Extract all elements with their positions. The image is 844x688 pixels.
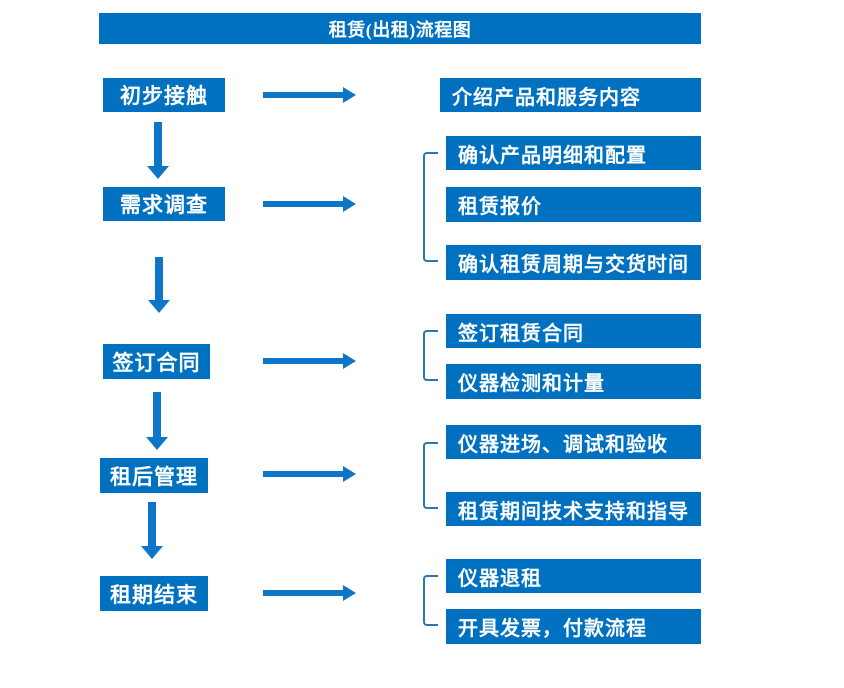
arrow-head — [343, 196, 356, 212]
arrow-down-icon — [141, 502, 163, 559]
bracket-group-demand-survey — [423, 152, 438, 262]
detail-box: 租赁期间技术支持和指导 — [446, 492, 701, 526]
arrow-head — [343, 585, 356, 601]
arrow-right-icon — [263, 466, 356, 482]
arrow-shaft — [154, 122, 162, 167]
step-box-post-rental-management: 租后管理 — [100, 458, 208, 493]
arrow-shaft — [263, 471, 343, 477]
arrow-right-icon — [263, 87, 356, 103]
arrow-shaft — [153, 392, 161, 438]
title-bar: 租赁(出租)流程图 — [99, 13, 701, 44]
step-box-sign-contract: 签订合同 — [103, 344, 210, 379]
detail-box: 仪器进场、调试和验收 — [446, 425, 701, 459]
arrow-shaft — [263, 92, 343, 98]
arrow-right-icon — [263, 585, 356, 601]
arrow-head — [343, 87, 356, 103]
detail-box: 确认产品明细和配置 — [446, 136, 701, 170]
detail-box: 介绍产品和服务内容 — [440, 78, 701, 112]
arrow-head — [147, 166, 169, 179]
arrow-head — [141, 546, 163, 559]
arrow-shaft — [148, 502, 156, 547]
detail-box: 租赁报价 — [446, 187, 701, 222]
detail-box: 仪器退租 — [446, 559, 701, 593]
arrow-shaft — [263, 358, 343, 364]
arrow-right-icon — [263, 196, 356, 212]
bracket-group-post-rental — [423, 442, 438, 509]
detail-box: 签订租赁合同 — [446, 314, 701, 348]
detail-box: 开具发票，付款流程 — [446, 609, 701, 644]
arrow-shaft — [155, 257, 163, 301]
detail-box: 仪器检测和计量 — [446, 364, 701, 399]
step-box-rental-end: 租期结束 — [100, 576, 208, 611]
arrow-head — [343, 466, 356, 482]
arrow-right-icon — [263, 353, 356, 369]
arrow-head — [343, 353, 356, 369]
arrow-down-icon — [148, 257, 170, 313]
arrow-shaft — [263, 201, 343, 207]
arrow-down-icon — [146, 392, 168, 450]
arrow-head — [148, 300, 170, 313]
arrow-shaft — [263, 590, 343, 596]
detail-box: 确认租赁周期与交货时间 — [446, 245, 701, 280]
arrow-down-icon — [147, 122, 169, 179]
bracket-group-sign-contract — [423, 330, 438, 381]
page-title: 租赁(出租)流程图 — [328, 19, 472, 40]
bracket-group-rental-end — [423, 575, 438, 626]
arrow-head — [146, 437, 168, 450]
step-box-initial-contact: 初步接触 — [103, 78, 225, 112]
step-box-demand-survey: 需求调查 — [103, 187, 225, 221]
